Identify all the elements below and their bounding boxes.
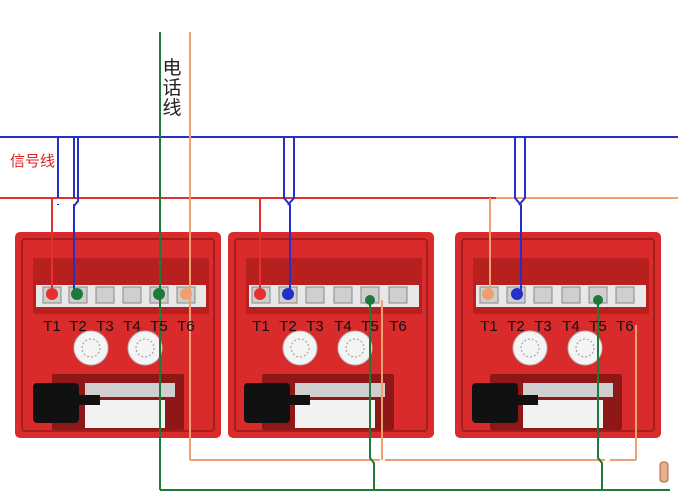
key-icon [33, 383, 79, 423]
key-icon [472, 383, 518, 423]
button-knob-icon [512, 330, 548, 366]
terminal-t5-label: T5 [361, 318, 379, 335]
terminal-t3-label: T3 [306, 318, 324, 335]
button-knob-icon [567, 330, 603, 366]
module-3 [455, 232, 661, 438]
terminal-t2-label: T2 [279, 318, 297, 335]
resistor-icon [659, 461, 669, 483]
terminal-t1-label: T1 [252, 318, 270, 335]
terminal-t6-label: T6 [389, 318, 407, 335]
button-knob-icon [73, 330, 109, 366]
signal-line-label: 信号线 [10, 152, 56, 170]
terminal-t4-label: T4 [334, 318, 352, 335]
button-knob-icon [127, 330, 163, 366]
terminal-t3-label: T3 [534, 318, 552, 335]
terminal-t2-label: T2 [507, 318, 525, 335]
terminal-t4-label: T4 [123, 318, 141, 335]
terminal-t1-label: T1 [480, 318, 498, 335]
button-knob-icon [337, 330, 373, 366]
key-icon [244, 383, 290, 423]
module-2 [228, 232, 434, 438]
terminal-t2-label: T2 [69, 318, 87, 335]
module-1 [15, 232, 221, 438]
terminal-t5-label: T5 [150, 318, 168, 335]
terminal-t1-label: T1 [43, 318, 61, 335]
button-knob-icon [282, 330, 318, 366]
terminal-t3-label: T3 [96, 318, 114, 335]
terminal-t6-label: T6 [177, 318, 195, 335]
terminal-t4-label: T4 [562, 318, 580, 335]
terminal-t5-label: T5 [589, 318, 607, 335]
terminal-t6-label: T6 [616, 318, 634, 335]
phone-line-label: 电话线 [162, 57, 182, 119]
